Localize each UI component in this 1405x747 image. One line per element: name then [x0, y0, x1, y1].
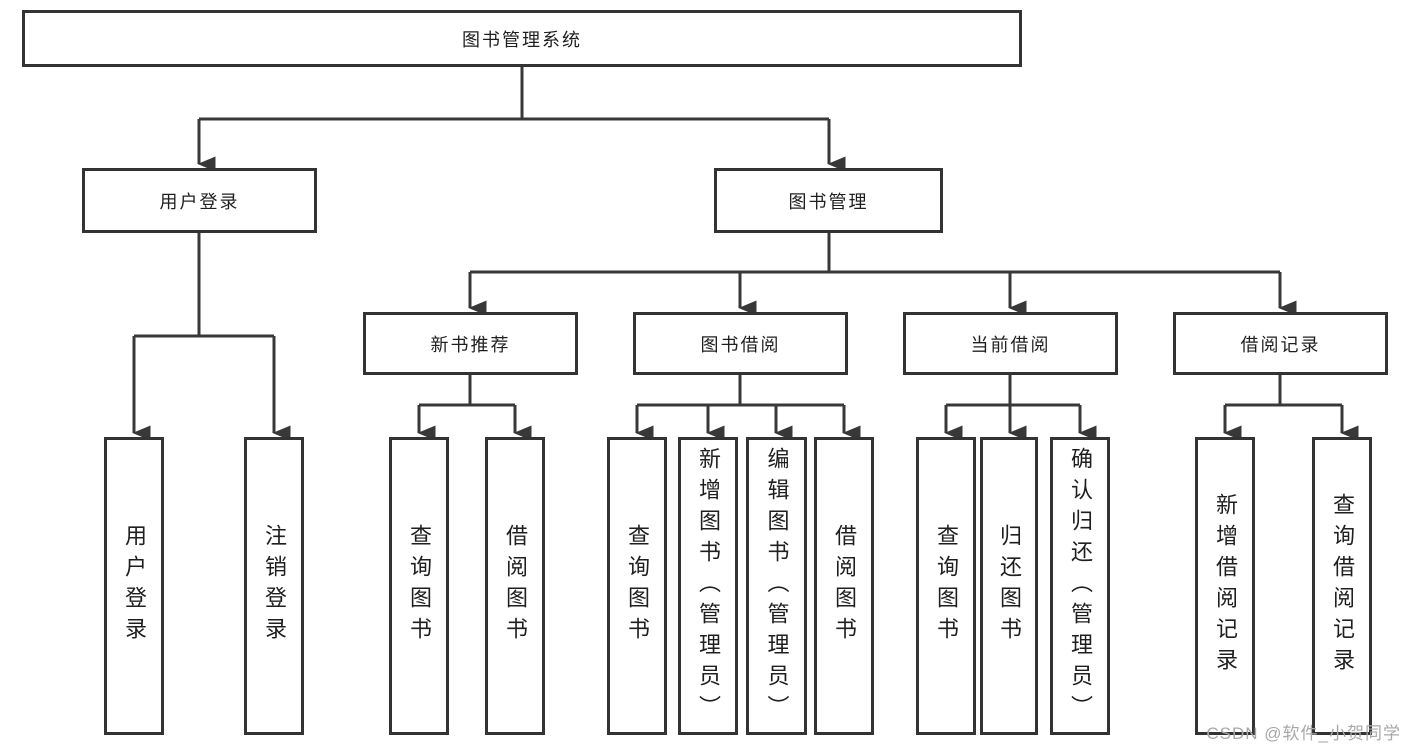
node-leaf-user-login: 用户登录 — [104, 437, 164, 735]
leaf-label: 归还图书 — [997, 524, 1022, 648]
leaf-label: 查询借阅记录 — [1330, 493, 1355, 679]
leaf-label: 注销登录 — [262, 524, 287, 648]
leaf-label: 查询图书 — [407, 524, 432, 648]
connector-user-login-children — [132, 233, 291, 441]
node-leaf-borrow-books-2: 借阅图书 — [814, 437, 874, 735]
node-leaf-borrow-books-1: 借阅图书 — [485, 437, 545, 735]
connector-section-stems — [419, 375, 1342, 407]
connector-root-to-level2 — [197, 67, 846, 172]
node-root: 图书管理系统 — [22, 10, 1022, 67]
node-section-new-book-recommend: 新书推荐 — [363, 312, 578, 375]
node-leaf-confirm-return-admin: 确认归还（管理员） — [1050, 437, 1110, 735]
node-leaf-add-books-admin: 新增图书（管理员） — [678, 437, 738, 735]
node-leaf-query-borrow-record: 查询借阅记录 — [1312, 437, 1372, 735]
node-section-book-borrow: 图书借阅 — [633, 312, 848, 375]
node-leaf-query-books-2: 查询图书 — [607, 437, 667, 735]
leaf-label: 用户登录 — [122, 524, 147, 648]
node-book-mgmt-branch: 图书管理 — [714, 168, 943, 233]
node-leaf-add-borrow-record: 新增借阅记录 — [1195, 437, 1255, 735]
csdn-watermark: CSDN @软件_小贺同学 — [1206, 724, 1401, 743]
leaf-label: 查询图书 — [934, 524, 959, 648]
leaf-label: 编辑图书（管理员） — [764, 446, 790, 726]
leaf-label: 查询图书 — [625, 524, 650, 648]
node-leaf-query-books-1: 查询图书 — [389, 437, 449, 735]
node-user-login-branch: 用户登录 — [82, 168, 317, 233]
node-leaf-edit-books-admin: 编辑图书（管理员） — [746, 437, 807, 735]
leaf-label: 确认归还（管理员） — [1068, 446, 1093, 726]
leaf-label: 借阅图书 — [832, 524, 857, 648]
connector-book-mgmt-sections — [468, 233, 1297, 316]
leaf-label: 借阅图书 — [503, 524, 528, 648]
node-leaf-query-books-3: 查询图书 — [916, 437, 976, 735]
node-section-borrow-records: 借阅记录 — [1173, 312, 1388, 375]
node-leaf-return-books: 归还图书 — [980, 437, 1038, 735]
connector-leaf-arrows — [417, 405, 1359, 441]
node-section-current-borrow: 当前借阅 — [903, 312, 1118, 375]
node-leaf-logout: 注销登录 — [244, 437, 304, 735]
leaf-label: 新增借阅记录 — [1213, 493, 1238, 679]
leaf-label: 新增图书（管理员） — [696, 446, 721, 726]
